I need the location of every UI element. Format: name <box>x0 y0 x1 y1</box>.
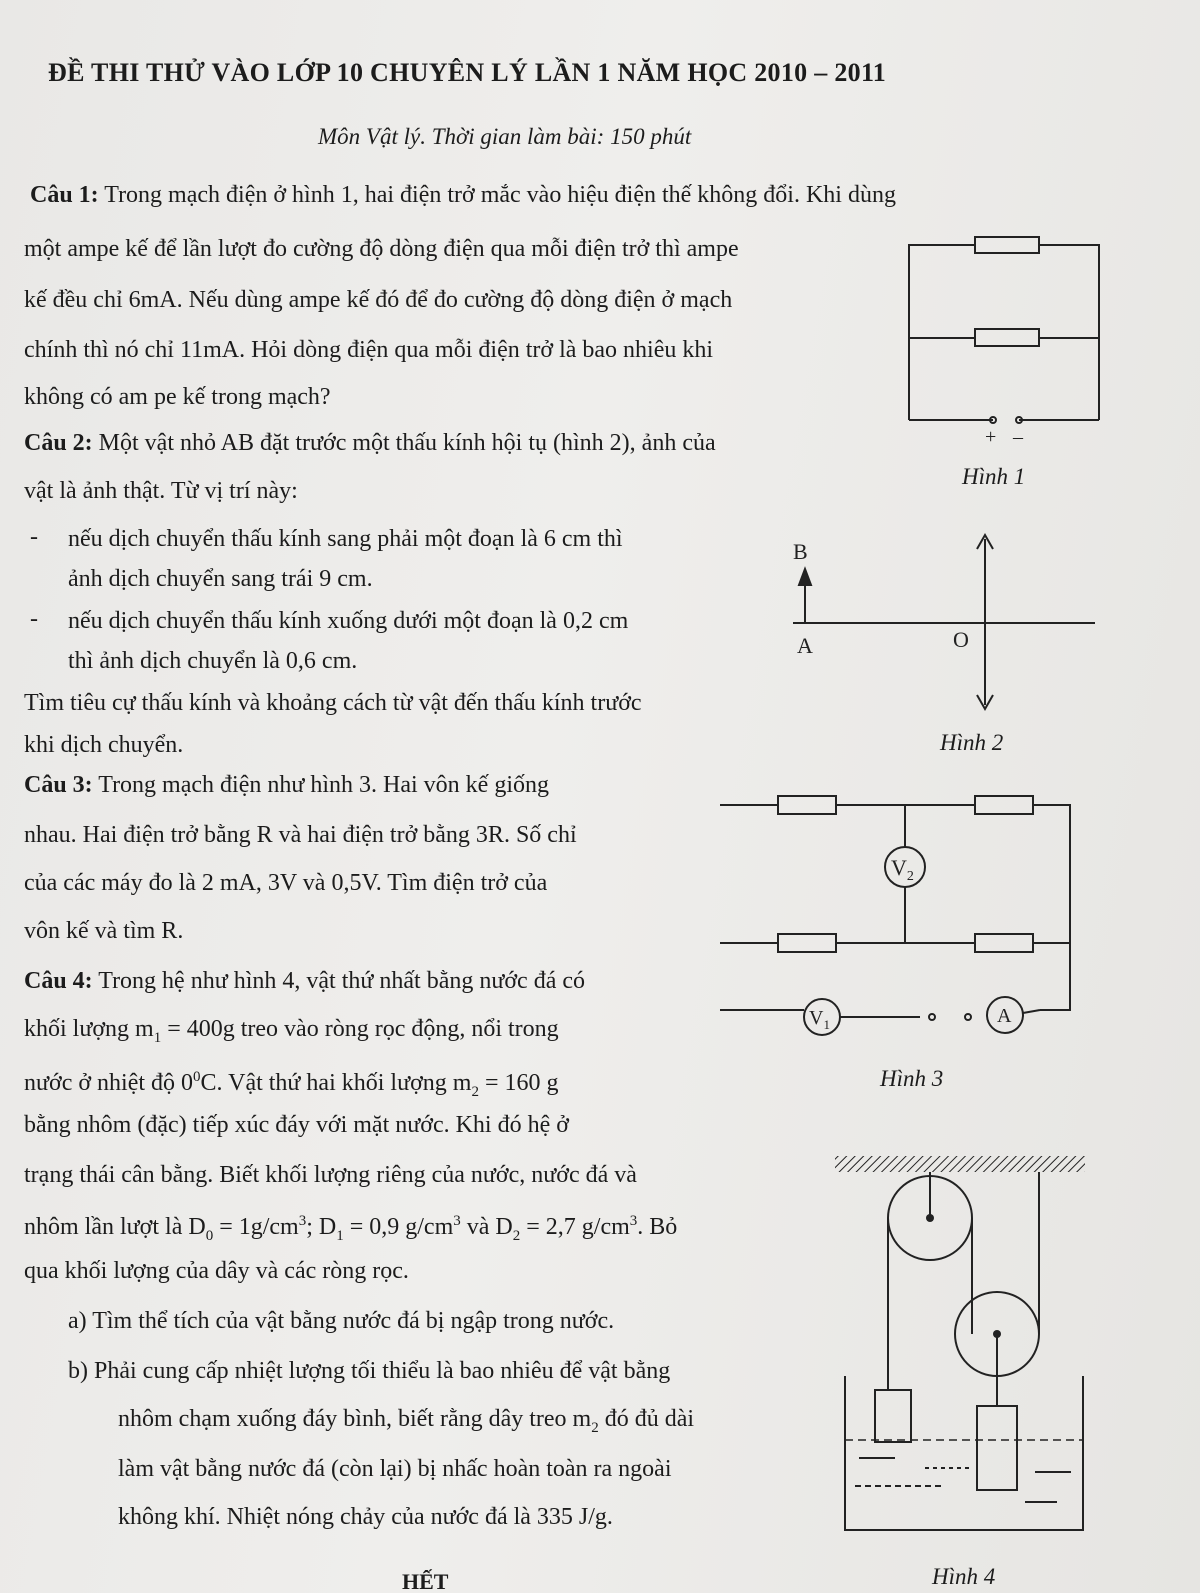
question-4-part-b-line-1: b) Phải cung cấp nhiệt lượng tối thiểu l… <box>68 1358 671 1384</box>
question-2-line-2: vật là ảnh thật. Từ vị trí này: <box>24 478 298 504</box>
ceiling <box>835 1156 1085 1172</box>
question-4-line-7: qua khối lượng của dây và các ròng rọc. <box>24 1258 409 1284</box>
bullet-dash-2: - <box>30 606 38 632</box>
resistor-bottom-right <box>974 933 1034 953</box>
question-1-label: Câu 1: <box>30 182 99 208</box>
question-4-part-b-line-4: không khí. Nhiệt nóng chảy của nước đá l… <box>118 1504 613 1530</box>
label-a: A <box>797 633 813 658</box>
figure-2-caption: Hình 2 <box>940 730 1004 755</box>
bullet-dash-1: - <box>30 524 38 550</box>
question-2-line-3: Tìm tiêu cự thấu kính và khoảng cách từ … <box>24 690 642 716</box>
label-o: O <box>953 627 969 652</box>
figure-4-pulleys <box>835 1156 1085 1531</box>
figure-4-caption: Hình 4 <box>932 1564 996 1589</box>
end-marker: HẾT <box>402 1569 449 1593</box>
figure-1-circuit: + – <box>908 236 1100 448</box>
ice-block <box>976 1405 1018 1491</box>
question-3-label: Câu 3: <box>24 772 93 798</box>
question-2-bullet-2-line-1: nếu dịch chuyển thấu kính xuống dưới một… <box>68 608 629 634</box>
question-4-line-6: nhôm lần lượt là D0 = 1g/cm3; D1 = 0,9 g… <box>24 1213 678 1244</box>
question-1-line-5: không có am pe kế trong mạch? <box>24 384 331 410</box>
figure-3-caption: Hình 3 <box>880 1066 944 1091</box>
question-3-line-1: Câu 3: Trong mạch điện như hình 3. Hai v… <box>24 772 549 798</box>
question-2-bullet-2-line-2: thì ảnh dịch chuyển là 0,6 cm. <box>68 648 358 674</box>
figure-2-lens: B A O <box>793 532 1095 712</box>
question-4-line-2: khối lượng m1 = 400g treo vào ròng rọc đ… <box>24 1016 559 1046</box>
aluminum-block <box>874 1389 912 1443</box>
container <box>844 1376 1084 1531</box>
question-3-line-2: nhau. Hai điện trở bằng R và hai điện tr… <box>24 822 577 848</box>
question-1-line-2: một ampe kế để lần lượt đo cường độ dòng… <box>24 236 739 262</box>
resistor-top-left <box>777 795 837 815</box>
question-1-line-3: kế đều chỉ 6mA. Nếu dùng ampe kế đó để đ… <box>24 287 733 313</box>
question-2-bullet-1-line-1: nếu dịch chuyển thấu kính sang phải một … <box>68 526 623 552</box>
question-4-part-a: a) Tìm thể tích của vật bằng nước đá bị … <box>68 1308 615 1334</box>
question-3-line-3: của các máy đo là 2 mA, 3V và 0,5V. Tìm … <box>24 870 548 896</box>
question-4-label: Câu 4: <box>24 968 93 994</box>
ammeter <box>986 996 1024 1034</box>
figure-1-caption: Hình 1 <box>962 464 1026 489</box>
resistor-1 <box>974 236 1040 254</box>
question-1-line-4: chính thì nó chỉ 11mA. Hỏi dòng điện qua… <box>24 337 714 363</box>
minus-terminal: – <box>1012 426 1024 448</box>
question-2-line-4: khi dịch chuyển. <box>24 732 184 758</box>
exam-title: ĐỀ THI THỬ VÀO LỚP 10 CHUYÊN LÝ LẦN 1 NĂ… <box>48 58 887 87</box>
question-1-line-1: Câu 1: Trong mạch điện ở hình 1, hai điệ… <box>30 182 896 208</box>
resistor-bottom-left <box>777 933 837 953</box>
resistor-top-right <box>974 795 1034 815</box>
figure-3-circuit: V2 V1 A <box>720 795 1071 1036</box>
question-4-part-b-line-3: làm vật bằng nước đá (còn lại) bị nhấc h… <box>118 1456 672 1482</box>
svg-text:A: A <box>997 1005 1012 1027</box>
resistor-2 <box>974 328 1040 347</box>
question-4-line-5: trạng thái cân bằng. Biết khối lượng riê… <box>24 1162 637 1188</box>
question-2-line-1: Câu 2: Một vật nhỏ AB đặt trước một thấu… <box>24 430 716 456</box>
label-b: B <box>793 539 808 564</box>
exam-subtitle: Môn Vật lý. Thời gian làm bài: 150 phút <box>318 124 692 149</box>
question-4-line-1: Câu 4: Trong hệ như hình 4, vật thứ nhất… <box>24 968 586 994</box>
svg-text:V1: V1 <box>809 1007 830 1032</box>
question-2-label: Câu 2: <box>24 430 93 456</box>
question-4-part-b-line-2: nhôm chạm xuống đáy bình, biết rằng dây … <box>118 1406 695 1436</box>
question-3-line-4: vôn kế và tìm R. <box>24 918 184 944</box>
question-4-line-3: nước ở nhiệt độ 00C. Vật thứ hai khối lư… <box>24 1069 559 1100</box>
question-4-line-4: bằng nhôm (đặc) tiếp xúc đáy với mặt nướ… <box>24 1112 569 1138</box>
svg-text:V2: V2 <box>891 855 914 884</box>
question-2-bullet-1-line-2: ảnh dịch chuyển sang trái 9 cm. <box>68 566 373 592</box>
plus-terminal: + <box>985 426 996 448</box>
